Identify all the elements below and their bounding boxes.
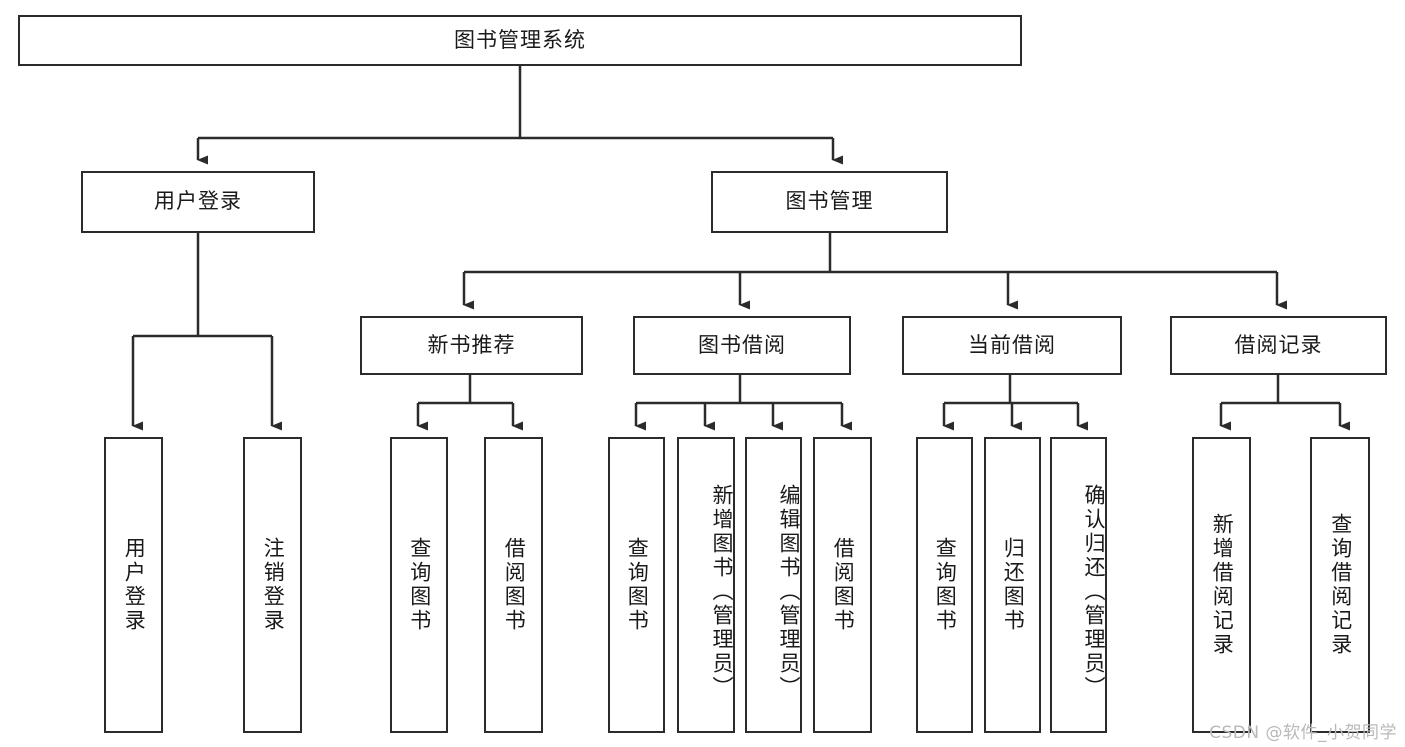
- node-label: 用户登录: [154, 189, 242, 214]
- node-label: 编辑图书（管理员）: [777, 484, 801, 700]
- node-label: 图书管理: [785, 189, 874, 214]
- node-leaf-confirm-return-admin[interactable]: 确认归还（管理员）: [1050, 437, 1107, 733]
- node-leaf-user-login[interactable]: 用户登录: [104, 437, 163, 733]
- node-leaf-borrow-book-2[interactable]: 借阅图书: [813, 437, 872, 733]
- node-new-book-recommend[interactable]: 新书推荐: [360, 316, 583, 375]
- watermark-text: CSDN @软件_小贺同学: [1209, 723, 1397, 743]
- node-user-login[interactable]: 用户登录: [81, 171, 315, 233]
- node-leaf-borrow-book-1[interactable]: 借阅图书: [484, 437, 543, 733]
- node-label: 归还图书: [1001, 537, 1026, 633]
- node-leaf-add-borrow-record[interactable]: 新增借阅记录: [1192, 437, 1251, 733]
- node-label: 当前借阅: [968, 332, 1056, 357]
- node-label: 查询图书: [407, 537, 432, 633]
- node-borrow-record[interactable]: 借阅记录: [1170, 316, 1387, 375]
- node-label: 查询借阅记录: [1328, 513, 1353, 657]
- node-leaf-query-borrow-record[interactable]: 查询借阅记录: [1310, 437, 1370, 733]
- node-label: 新书推荐: [427, 332, 516, 357]
- node-label: 新增图书（管理员）: [710, 484, 734, 700]
- node-leaf-edit-book-admin[interactable]: 编辑图书（管理员）: [745, 437, 802, 733]
- node-label: 图书借阅: [698, 332, 786, 357]
- node-label: 确认归还（管理员）: [1082, 484, 1106, 700]
- node-book-management[interactable]: 图书管理: [711, 171, 948, 233]
- node-current-borrow[interactable]: 当前借阅: [902, 316, 1122, 375]
- node-leaf-query-book-1[interactable]: 查询图书: [390, 437, 448, 733]
- node-root[interactable]: 图书管理系统: [18, 15, 1022, 66]
- node-label: 注销登录: [261, 537, 286, 633]
- node-label: 用户登录: [122, 537, 147, 633]
- node-leaf-add-book-admin[interactable]: 新增图书（管理员）: [677, 437, 735, 733]
- node-leaf-return-book[interactable]: 归还图书: [984, 437, 1041, 733]
- node-leaf-query-book-2[interactable]: 查询图书: [608, 437, 665, 733]
- node-label: 图书管理系统: [454, 27, 586, 52]
- node-label: 新增借阅记录: [1210, 513, 1235, 657]
- node-label: 借阅记录: [1234, 332, 1323, 357]
- node-label: 借阅图书: [502, 537, 527, 633]
- node-leaf-query-book-3[interactable]: 查询图书: [916, 437, 973, 733]
- node-book-borrow[interactable]: 图书借阅: [633, 316, 851, 375]
- node-label: 借阅图书: [831, 537, 856, 633]
- node-label: 查询图书: [933, 537, 958, 633]
- node-label: 查询图书: [625, 537, 650, 633]
- node-leaf-logout-login[interactable]: 注销登录: [243, 437, 302, 733]
